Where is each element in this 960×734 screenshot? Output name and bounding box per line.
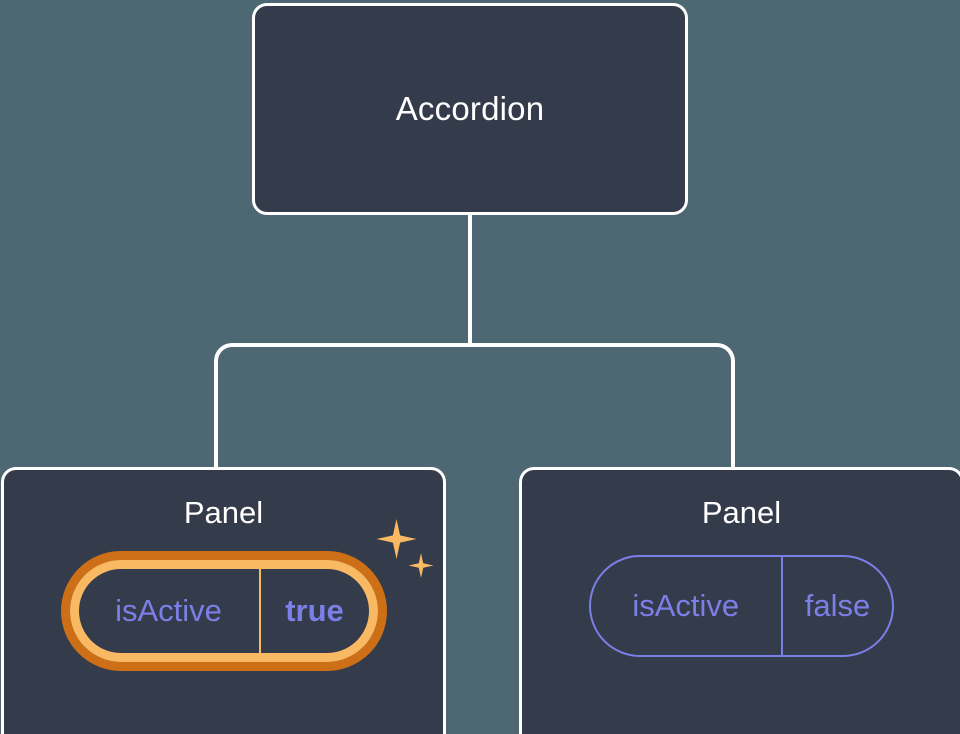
node-label-panel-inactive: Panel (701, 495, 782, 530)
prop-pill-inactive[interactable]: isActive false (588, 555, 895, 657)
tree-node-panel-inactive[interactable]: Panel isActive false (519, 467, 960, 734)
prop-key-isactive-false: isActive (632, 588, 740, 623)
prop-key-isactive-true: isActive (115, 593, 222, 628)
prop-pill-active[interactable]: isActive true (60, 551, 387, 671)
connector-branch-bus (214, 343, 735, 472)
prop-value-true: true (258, 569, 369, 653)
sparkle-small-icon (408, 553, 434, 578)
tree-node-accordion[interactable]: Accordion (252, 3, 688, 215)
tree-node-panel-active[interactable]: Panel isActive true (1, 467, 446, 734)
prop-pill-wrapper-active: isActive true (60, 519, 434, 671)
prop-pill-wrapper-inactive: isActive false (588, 555, 895, 657)
node-label-panel-active: Panel (183, 495, 264, 530)
connector-root-stem (468, 212, 472, 347)
prop-value-false: false (780, 557, 892, 655)
node-label-accordion: Accordion (395, 90, 545, 127)
prop-pill-active-inner: isActive true (69, 560, 378, 662)
sparkle-large-icon (376, 519, 417, 559)
